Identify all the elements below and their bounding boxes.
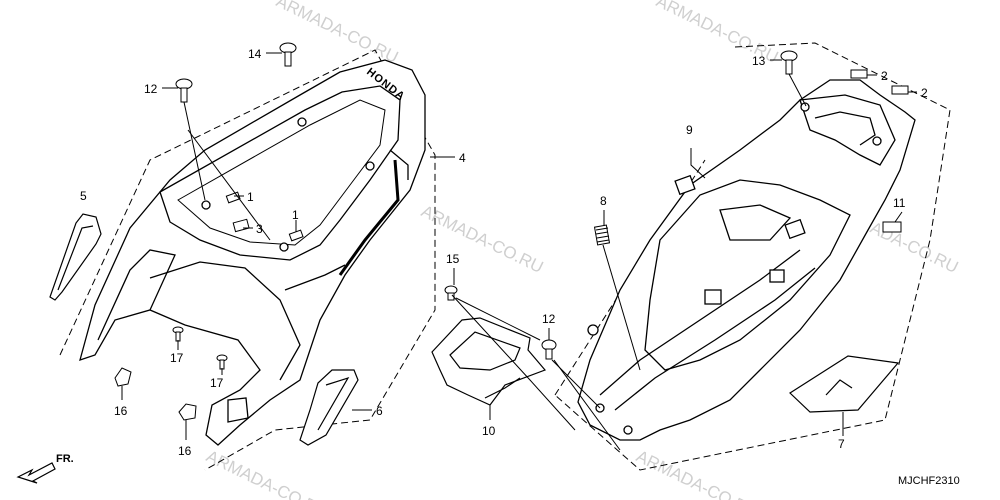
callout-2-b: 2 [921,86,928,100]
part-8-spring [593,224,611,246]
part-15-nut [444,285,458,301]
callout-2-a: 2 [881,69,888,83]
callout-7: 7 [838,437,845,451]
callout-11: 11 [893,196,906,210]
part-10-bracket [431,317,547,406]
front-label: FR. [56,453,74,465]
part-16-grommet-a [114,367,132,387]
small-parts-right [444,50,909,360]
front-arrow-icon [16,462,56,484]
leader-lines [121,52,917,451]
part-14-bolt [279,42,297,67]
part-16-grommet-b [178,403,197,421]
callout-3: 3 [256,222,263,236]
part-7-sheet [789,355,900,413]
callout-15: 15 [446,252,460,266]
callout-1-b: 1 [292,208,299,222]
front-direction-marker: FR. [16,453,74,484]
fasteners-left [114,42,297,421]
callout-17-b: 17 [210,376,224,390]
part-2-pad-a [850,69,868,79]
callout-9: 9 [686,123,693,137]
watermark-1: ARMADA-CO.RU [273,0,401,67]
callouts: 14 12 4 5 1 3 1 17 17 16 16 6 13 2 2 9 8… [80,47,928,458]
emblem-pieces [225,191,304,242]
watermark-5: ARMADA-CO.RU [203,447,331,500]
callout-1-a: 1 [247,190,254,204]
callout-13: 13 [752,54,766,68]
part-12-bolt-a [175,78,193,103]
part-11-pad [882,221,902,233]
part-17-screw-b [216,354,228,370]
part-3-plate [232,218,250,233]
part-17-screw-a [172,326,184,342]
callout-17-a: 17 [170,351,184,365]
callout-12-b: 12 [542,312,556,326]
callout-16-a: 16 [114,404,128,418]
part-2-pad-b [891,85,909,95]
drawing-code: MJCHF2310 [898,475,960,487]
part-9-rear-fender [577,79,916,441]
callout-16-b: 16 [178,444,192,458]
callout-4: 4 [459,151,466,165]
seat-cowl-group-outline [59,49,436,471]
callout-6: 6 [376,404,383,418]
watermark-3: ARMADA-CO.RU [418,202,546,277]
part-6-side-cover [299,369,359,446]
callout-10: 10 [482,424,496,438]
part-5-side-cover [49,213,102,301]
callout-5: 5 [80,189,87,203]
fender-group-outline [554,42,951,471]
watermark-6: ARMADA-CO.RU [633,447,761,500]
callout-14: 14 [248,47,262,61]
part-12-bolt-b [541,339,557,360]
callout-12-a: 12 [144,82,158,96]
callout-8: 8 [600,194,607,208]
part-1-emblem-b [288,229,304,242]
part-13-bolt [780,50,798,75]
part-4-seat-cowl [79,59,426,446]
